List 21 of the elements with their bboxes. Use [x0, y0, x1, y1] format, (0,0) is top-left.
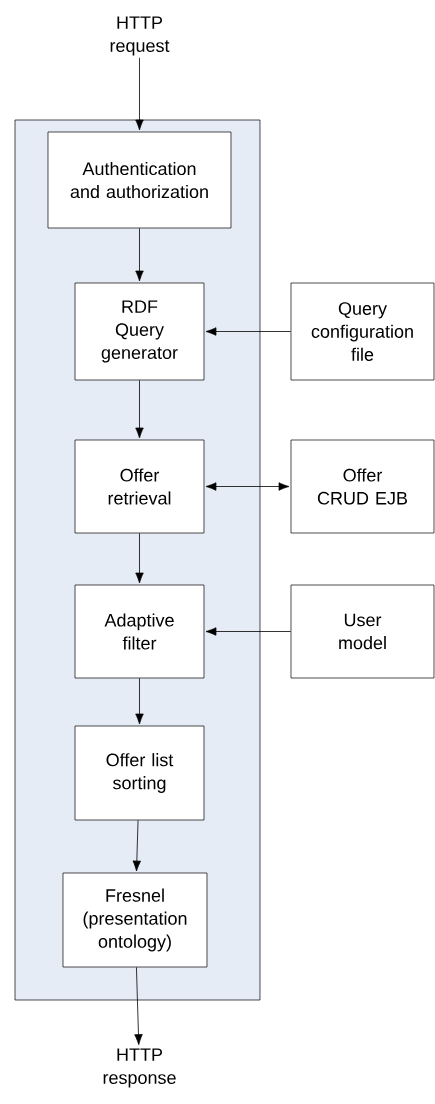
process-box: Adaptive filter — [74, 584, 205, 679]
process-box: Offer retrieval — [74, 439, 205, 534]
process-box: User model — [290, 584, 435, 679]
arrow — [135, 379, 144, 439]
arrow — [205, 327, 292, 336]
arrow — [135, 677, 144, 725]
text-label: HTTP response — [103, 1048, 176, 1088]
arrow — [135, 532, 144, 584]
arrow — [132, 819, 141, 872]
arrow — [134, 966, 143, 1045]
arrow — [205, 627, 292, 636]
process-box: Authentication and authorization — [47, 131, 232, 229]
arrow — [135, 57, 144, 131]
arrow — [135, 227, 144, 282]
text-label: HTTP request — [110, 16, 170, 56]
process-box: Query configuration file — [290, 282, 435, 381]
process-box: Offer CRUD EJB — [290, 439, 435, 534]
process-box: RDF Query generator — [74, 282, 205, 381]
process-box: Fresnel (presentation ontology) — [62, 872, 208, 968]
process-box: Offer list sorting — [74, 725, 205, 821]
arrow — [205, 482, 290, 491]
